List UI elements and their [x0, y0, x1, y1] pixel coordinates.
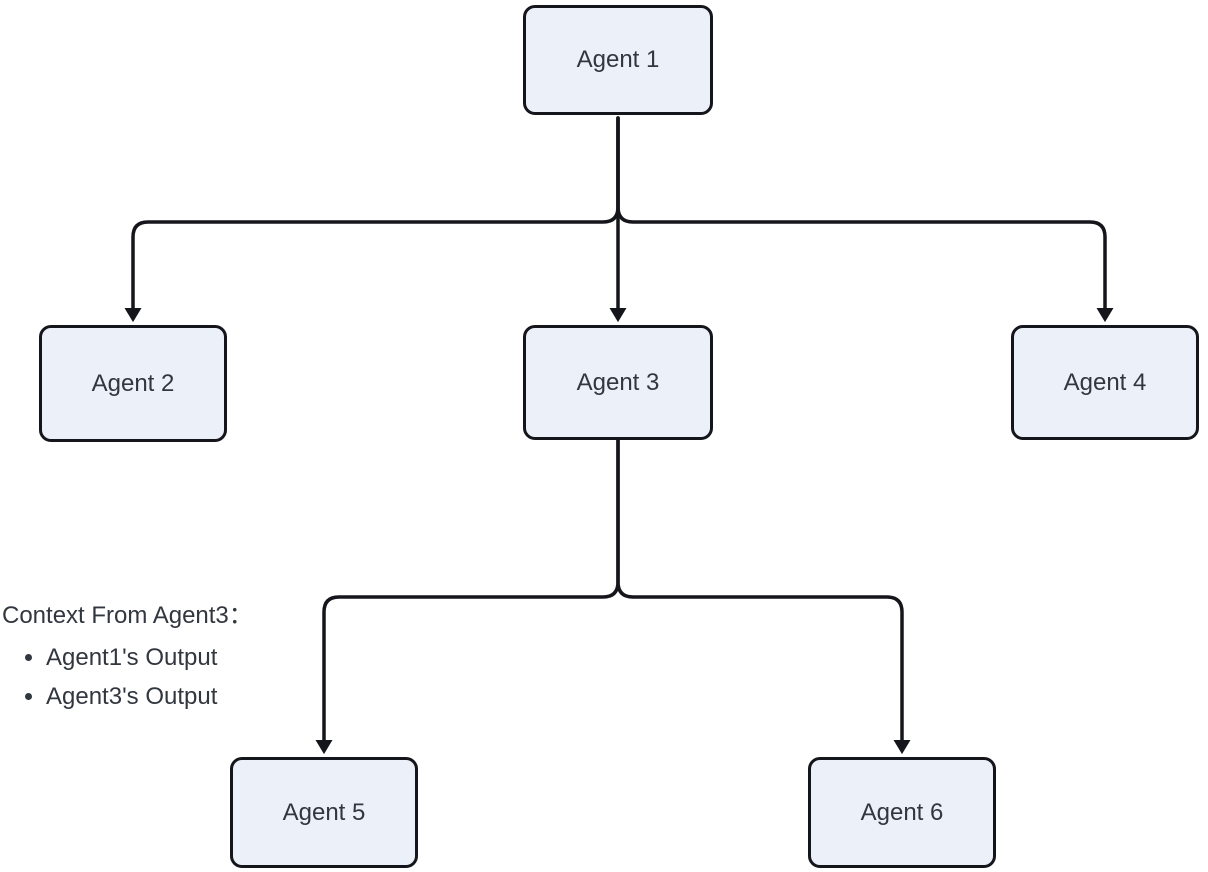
node-label: Agent 1	[576, 46, 660, 73]
node-agent-1: Agent 1	[523, 5, 713, 115]
node-label: Agent 5	[282, 798, 366, 826]
node-agent-2: Agent 2	[39, 325, 227, 442]
annotation-list: Agent1's Output Agent3's Output	[2, 638, 253, 716]
context-annotation: Context From Agent3： Agent1's Output Age…	[2, 600, 253, 716]
annotation-title: Context From Agent3：	[2, 602, 253, 629]
node-agent-3: Agent 3	[523, 325, 713, 440]
node-label: Agent 3	[576, 368, 660, 396]
edge-agent1-agent2	[124, 116, 620, 323]
edge-agent3-agent6	[616, 438, 911, 755]
annotation-item: Agent3's Output	[46, 677, 253, 716]
edge-agent1-agent4	[616, 116, 1114, 323]
node-label: Agent 6	[860, 798, 944, 826]
edge-agent3-agent5	[315, 438, 620, 755]
node-label: Agent 2	[91, 369, 175, 397]
node-label: Agent 4	[1063, 368, 1147, 396]
annotation-item: Agent1's Output	[46, 638, 253, 677]
node-agent-5: Agent 5	[230, 757, 418, 868]
node-agent-6: Agent 6	[808, 757, 996, 868]
node-agent-4: Agent 4	[1011, 325, 1199, 440]
